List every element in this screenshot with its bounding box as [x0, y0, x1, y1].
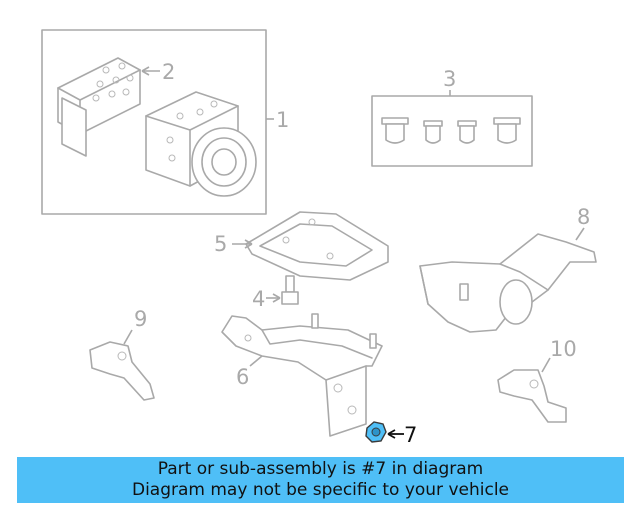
grommet-frame	[371, 95, 533, 167]
bolt-part-4[interactable]: 4	[252, 275, 299, 311]
bracket-part-8[interactable]: 8	[419, 205, 597, 333]
assembly-frame	[41, 29, 267, 215]
callout-2-label: 2	[162, 60, 175, 84]
banner-line-2: Diagram may not be specific to your vehi…	[131, 480, 509, 500]
callout-9-label: 9	[134, 307, 147, 331]
parts-diagram: 2 1 3 5	[41, 29, 597, 447]
callout-1-label: 1	[276, 108, 289, 132]
callout-7-label: 7	[404, 423, 417, 447]
callout-5-label: 5	[214, 232, 227, 256]
callout-3-label: 3	[443, 67, 456, 91]
grommet-4	[493, 117, 521, 144]
hydraulic-unit	[145, 91, 257, 197]
lower-bracket-part-6[interactable]: 6	[221, 313, 383, 437]
callout-6-label: 6	[236, 365, 249, 389]
grommet-2	[423, 120, 443, 144]
grommets-part-3[interactable]: 3	[371, 67, 533, 167]
callout-8-label: 8	[577, 205, 590, 229]
control-module-part-2[interactable]	[57, 57, 141, 157]
sensor-part-9[interactable]: 9	[89, 307, 155, 401]
banner-line-1: Part or sub-assembly is #7 in diagram	[157, 459, 484, 479]
abs-assembly-box: 2 1	[41, 29, 289, 215]
grommet-3	[457, 120, 477, 144]
fitment-banner: Part or sub-assembly is #7 in diagram Di…	[17, 457, 624, 503]
callout-10-label: 10	[550, 337, 577, 361]
callout-4-label: 4	[252, 287, 265, 311]
nut-part-7[interactable]: 7	[365, 421, 417, 447]
sensor-part-10[interactable]: 10	[497, 337, 577, 423]
grommet-1	[381, 117, 409, 144]
upper-bracket-part-5[interactable]: 5	[214, 211, 389, 281]
